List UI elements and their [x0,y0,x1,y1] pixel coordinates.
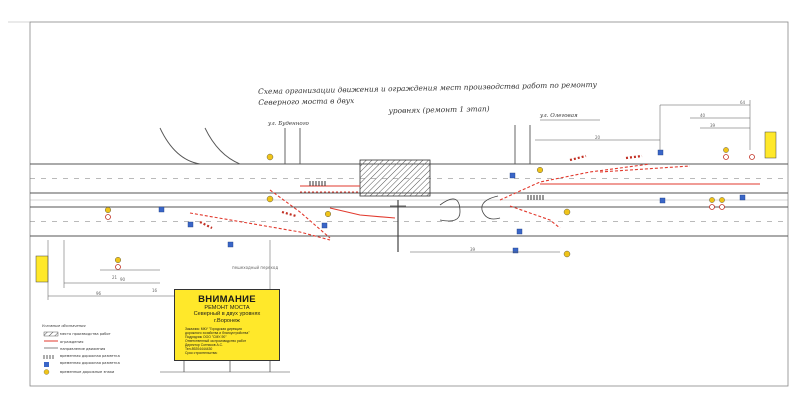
board-info-line: Подрядчик ООО "СМУ-90" [185,335,227,340]
board-line-3: г.Воронеж [214,317,240,324]
warning-tapes [199,154,643,229]
board-info-line: Заказчик: МКУ "Городская дирекция [185,327,242,332]
lower-roadway [30,206,788,237]
roadside-boards [35,131,777,283]
pedestrian-crossings [309,181,544,200]
side-street-budennogo [159,127,301,165]
u-turn-left [439,198,461,222]
legend-symbols [43,331,59,375]
side-street-olenikova [514,119,600,164]
board-info-line: Директор Сотников А.С. [185,343,224,348]
dim-39: 39 [470,247,476,252]
board-info-line: Ответственный за производство работ [185,339,247,344]
u-turn-right [481,195,501,220]
dim-40: 40 [700,113,706,118]
board-info-line: дорожного хозяйства и благоустройства" [185,331,250,336]
board-line-1: РЕМОНТ МОСТА [204,305,250,311]
legend-item: ограждения [60,340,84,344]
dim-64: 64 [740,100,746,105]
dim-90: 90 [120,277,126,282]
legend-item: временные дорожные знаки [60,370,115,374]
work-zone-right [499,163,760,229]
legend-heading: Условные обозначения [42,324,86,328]
board-info-line: Срок строительства: [185,351,218,356]
legend-item: направление движения [60,347,106,351]
dim-21: 21 [112,275,118,280]
drawing-frame [29,21,789,387]
bridge-pier [359,159,431,197]
prohibition-signs [105,154,755,270]
dim-20: 20 [595,135,601,140]
board-info: Заказчик: МКУ "Городская дирекция дорожн… [185,327,279,355]
board-info-line: Тел.89204444430 [185,347,213,352]
street-label-olenikova: ул. Олеговая [540,113,578,119]
street-label-budennogo: ул. Буденного [268,121,309,127]
legend-item: место производства работ [60,332,111,336]
information-signs [158,149,746,254]
legend-item: временная дорожная разметка [60,354,120,358]
dim-96: 96 [96,291,102,296]
board-heading: ВНИМАНИЕ [198,294,256,305]
board-line-2: Северный в двух уровнях [193,311,261,318]
warning-signs [104,147,729,264]
dim-39-right: 39 [710,123,716,128]
notice-board: ВНИМАНИЕ РЕМОНТ МОСТА Северный в двух ур… [174,289,280,361]
underpass-note: пешеходный переход [232,265,279,270]
legend-item: временная дорожная разметка [60,361,120,365]
dim-16: 16 [152,288,158,293]
